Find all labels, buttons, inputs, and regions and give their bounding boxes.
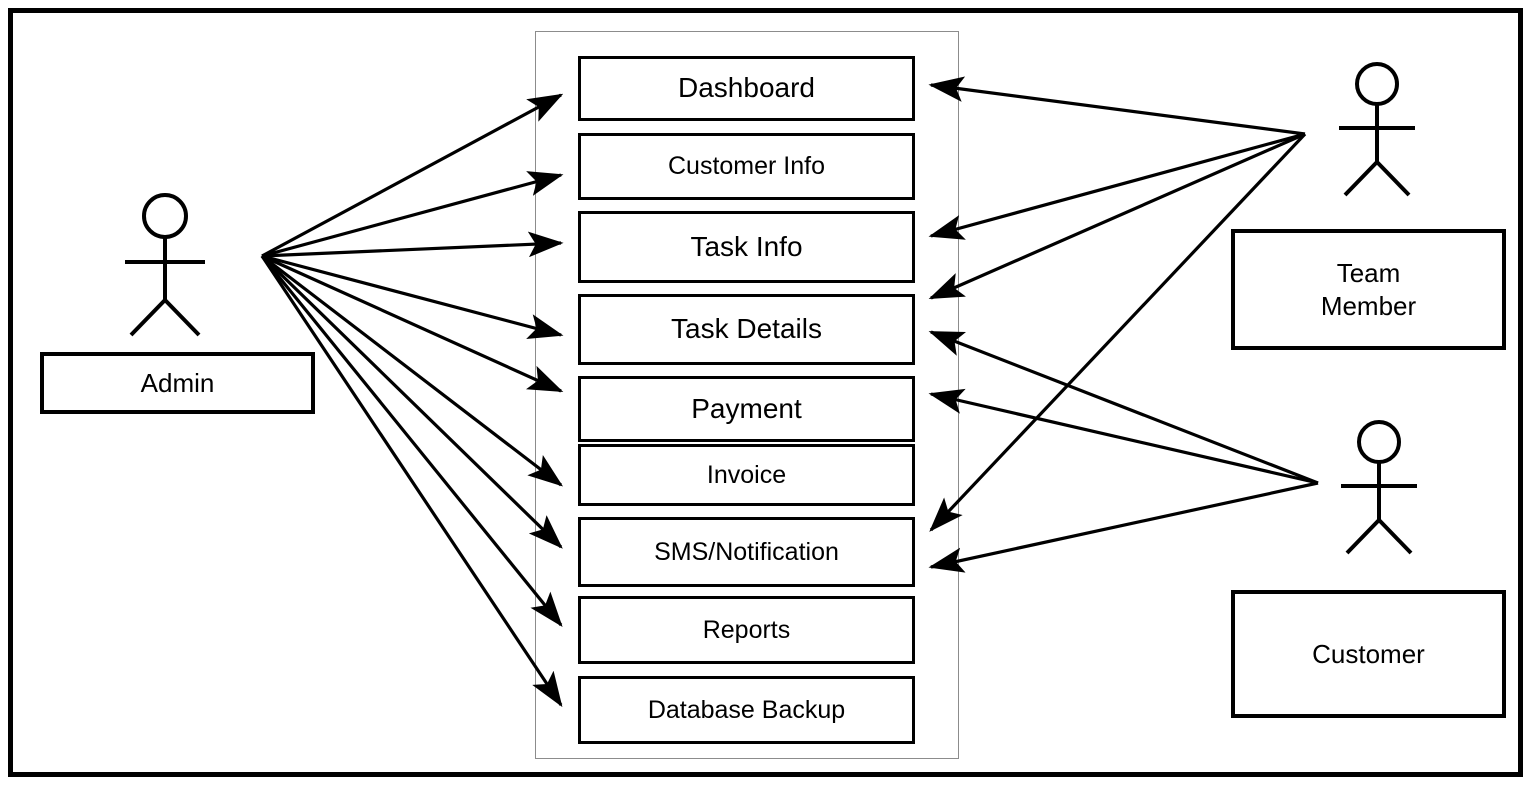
use-case-reports[interactable]: Reports — [578, 596, 915, 664]
use-case-label: Reports — [702, 615, 791, 644]
actor-figure-admin-icon — [125, 193, 205, 337]
actor-label-line-1: Team — [1336, 258, 1401, 288]
use-case-label: Task Details — [671, 313, 822, 345]
use-case-label: Database Backup — [647, 695, 846, 724]
actor-figure-team-member-icon — [1339, 62, 1415, 197]
actor-label-line-2: Member — [1320, 290, 1417, 321]
use-case-label: SMS/Notification — [654, 537, 839, 566]
use-case-database-backup[interactable]: Database Backup — [578, 676, 915, 744]
use-case-label: Task Info — [690, 230, 803, 262]
use-case-payment[interactable]: Payment — [578, 376, 915, 442]
use-case-sms-notification[interactable]: SMS/Notification — [578, 517, 915, 587]
actor-label-box-customer[interactable]: Customer — [1231, 590, 1506, 718]
use-case-dashboard[interactable]: Dashboard — [578, 56, 915, 121]
actor-label: Admin — [140, 367, 215, 398]
outer-frame-border — [8, 8, 1523, 777]
use-case-invoice[interactable]: Invoice — [578, 444, 915, 506]
actor-label: Customer — [1312, 638, 1425, 669]
use-case-label: Payment — [691, 392, 802, 424]
use-case-label: Dashboard — [678, 72, 815, 104]
actor-label-box-admin[interactable]: Admin — [40, 352, 315, 414]
actor-figure-customer-icon — [1341, 420, 1417, 555]
use-case-task-info[interactable]: Task Info — [578, 211, 915, 283]
use-case-task-details[interactable]: Task Details — [578, 294, 915, 365]
use-case-label: Customer Info — [667, 152, 825, 180]
use-case-label: Invoice — [706, 460, 787, 489]
actor-label-box-team-member[interactable]: Team Member — [1231, 229, 1506, 350]
use-case-customer-info[interactable]: Customer Info — [578, 133, 915, 200]
